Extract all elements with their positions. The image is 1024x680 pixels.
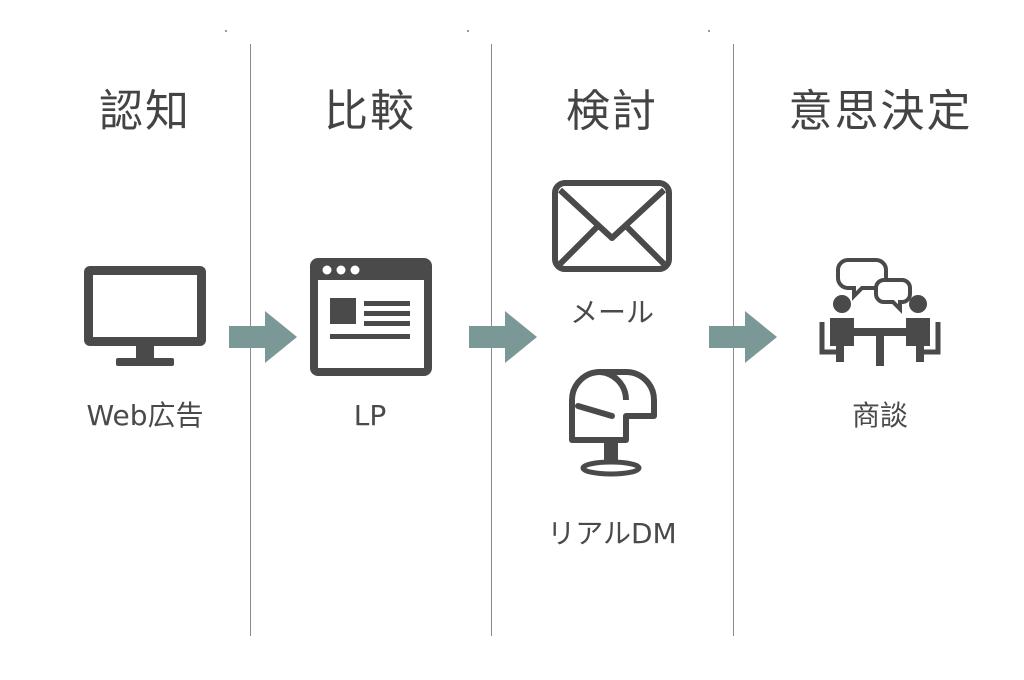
stage-title-consideration: 検討 bbox=[566, 86, 658, 137]
label-web-ad: Web広告 bbox=[86, 399, 204, 432]
stage-title-awareness: 認知 bbox=[99, 86, 191, 137]
top-tick-3 bbox=[708, 30, 710, 32]
label-email: メール bbox=[569, 296, 654, 329]
stage-title-comparison: 比較 bbox=[324, 86, 416, 137]
envelope-icon bbox=[552, 180, 672, 272]
arrow-right-icon bbox=[709, 311, 777, 363]
arrow-right-icon bbox=[469, 311, 537, 363]
monitor-icon bbox=[84, 266, 206, 366]
browser-window-icon bbox=[310, 258, 432, 376]
top-tick-2 bbox=[467, 30, 469, 32]
mailbox-icon bbox=[569, 369, 657, 477]
meeting-icon bbox=[819, 258, 941, 366]
label-real-dm: リアルDM bbox=[547, 517, 677, 550]
top-tick-1 bbox=[225, 30, 227, 32]
stage-title-decision: 意思決定 bbox=[788, 86, 973, 137]
label-business-meeting: 商談 bbox=[851, 399, 908, 432]
arrow-right-icon bbox=[229, 311, 297, 363]
label-lp: LP bbox=[353, 399, 387, 432]
